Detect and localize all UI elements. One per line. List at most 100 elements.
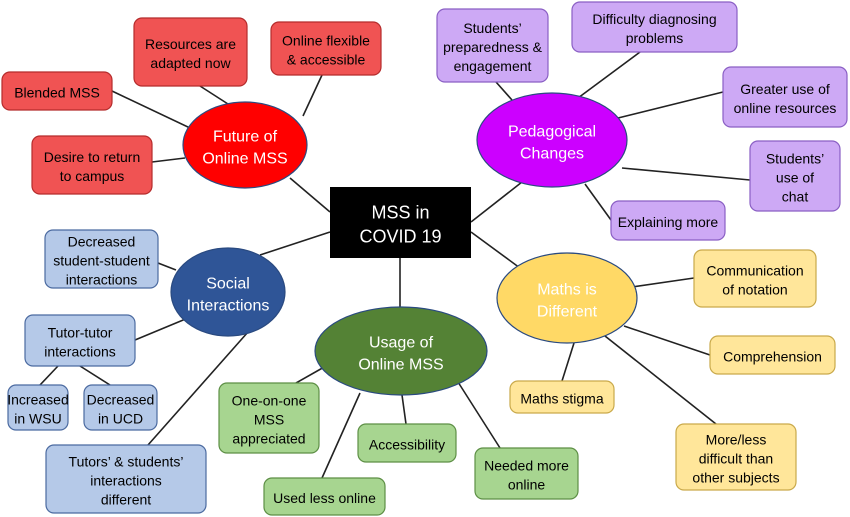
theme-label-maths-line: Different (537, 303, 598, 320)
connector-social-4 (147, 331, 249, 446)
leaf-label-future-0-line: adapted now (150, 55, 231, 71)
connector-pedagogical-1 (577, 51, 641, 99)
leaf-box-pedagogical-2 (722, 66, 848, 128)
leaf-box-social-0 (44, 229, 159, 289)
center-node: MSS in COVID 19 (330, 187, 471, 258)
connector-maths-0 (631, 277, 695, 288)
leaf-label-future-1-line: & accessible (287, 51, 366, 67)
leaf-label-usage-2-line: online (508, 476, 546, 492)
connector-future-1 (302, 74, 323, 117)
leaf-label-pedagogical-4-line: Explaining more (618, 214, 719, 230)
leaf-label-maths-2-line: Maths stigma (520, 390, 603, 406)
leaf-box-pedagogical-1 (571, 1, 738, 53)
leaf-label-pedagogical-4: Explaining more (618, 214, 719, 230)
leaf-box-social-2 (7, 384, 69, 431)
leaf-label-usage-0-line: appreciated (232, 430, 305, 446)
connector-center-maths (470, 231, 521, 269)
theme-label-pedagogical-line: Pedagogical (508, 123, 596, 140)
leaf-box-pedagogical-0 (436, 8, 549, 83)
leaf-label-social-0-line: interactions (66, 271, 138, 287)
leaf-label-social-4: Tutors’ & students’ interactions different (69, 453, 184, 507)
theme-label-future: Future of Online MSS (202, 128, 287, 167)
connector-usage-3 (321, 392, 361, 479)
leaf-label-pedagogical-2-line: Greater use of (740, 81, 830, 97)
leaf-box-maths-1 (709, 335, 836, 375)
leaf-label-pedagogical-0: Students’ preparedness & engagement (443, 20, 543, 74)
leaf-label-maths-3-line: More/less (706, 431, 767, 447)
leaf-label-pedagogical-0-line: preparedness & (443, 39, 543, 55)
leaf-label-future-3-line: to campus (60, 168, 125, 184)
center-box (330, 187, 471, 258)
leaf-label-social-4-line: different (101, 491, 151, 507)
leaf-label-maths-1-line: Comprehension (723, 348, 822, 364)
leaf-box-usage-1 (357, 423, 457, 463)
connector-center-future (289, 177, 331, 213)
center-label-line: COVID 19 (359, 226, 441, 246)
leaf-label-social-2-line: in WSU (14, 410, 61, 426)
leaf-label-maths-3-line: difficult than (699, 450, 773, 466)
leaf-label-maths-2: Maths stigma (520, 390, 603, 406)
center-label-line: MSS in (371, 202, 429, 222)
theme-bubble-pedagogical (476, 92, 628, 188)
leaf-label-social-0-line: Decreased (68, 233, 136, 249)
leaf-box-pedagogical-3 (749, 140, 841, 212)
leaf-box-usage-0 (218, 382, 320, 454)
connector-usage-0 (295, 365, 327, 384)
leaf-label-future-0: Resources are adapted now (145, 36, 236, 71)
connector-usage-1 (401, 394, 407, 425)
connector-pedagogical-3 (621, 167, 751, 181)
center-label: MSS in COVID 19 (359, 202, 441, 246)
leaf-label-usage-2: Needed more online (484, 457, 569, 492)
leaf-box-maths-0 (693, 249, 817, 308)
connector-maths-1 (623, 325, 711, 356)
leaf-label-pedagogical-0-line: engagement (454, 58, 532, 74)
leaf-box-maths-3 (675, 423, 797, 491)
leaf-label-maths-0-line: Communication (706, 262, 803, 278)
connector-center-pedagogical (470, 181, 523, 223)
connector-pedagogical-2 (617, 91, 724, 119)
theme-bubble-future (182, 101, 308, 189)
leaf-box-social-1 (24, 314, 136, 367)
theme-label-maths-line: Maths is (537, 281, 597, 298)
theme-label-future-line: Online MSS (202, 150, 287, 167)
leaf-label-usage-1-line: Accessibility (369, 436, 445, 452)
leaf-label-future-0-line: Resources are (145, 36, 236, 52)
leaf-label-pedagogical-0-line: Students’ (463, 20, 521, 36)
theme-label-maths: Maths is Different (537, 281, 598, 320)
leaf-label-usage-3-line: Used less online (273, 490, 376, 506)
leaf-box-future-0 (133, 17, 248, 87)
theme-bubble-usage (314, 306, 488, 396)
connector-center-social (259, 231, 331, 256)
leaf-box-pedagogical-4 (610, 200, 726, 241)
theme-label-pedagogical-line: Changes (520, 145, 584, 162)
connector-social-2 (39, 365, 59, 386)
leaf-box-future-2 (1, 71, 113, 111)
leaf-label-social-3-line: in UCD (98, 410, 143, 426)
leaf-box-usage-3 (263, 477, 386, 516)
leaf-label-social-3-line: Decreased (87, 391, 155, 407)
connector-future-2 (111, 90, 191, 129)
leaf-label-social-4-line: interactions (90, 472, 162, 488)
theme-label-future-line: Future of (213, 128, 278, 145)
leaf-label-future-1: Online flexible& accessible (282, 32, 370, 67)
leaf-label-usage-2-line: Needed more (484, 457, 569, 473)
connector-usage-2 (457, 381, 501, 449)
connector-pedagogical-0 (495, 81, 513, 101)
connector-future-0 (199, 85, 229, 105)
leaf-box-social-4 (45, 444, 207, 514)
leaf-label-social-4-line: Tutors’ & students’ (69, 453, 184, 469)
leaf-label-usage-0-line: MSS (254, 411, 284, 427)
leaf-label-pedagogical-2-line: online resources (734, 100, 837, 116)
